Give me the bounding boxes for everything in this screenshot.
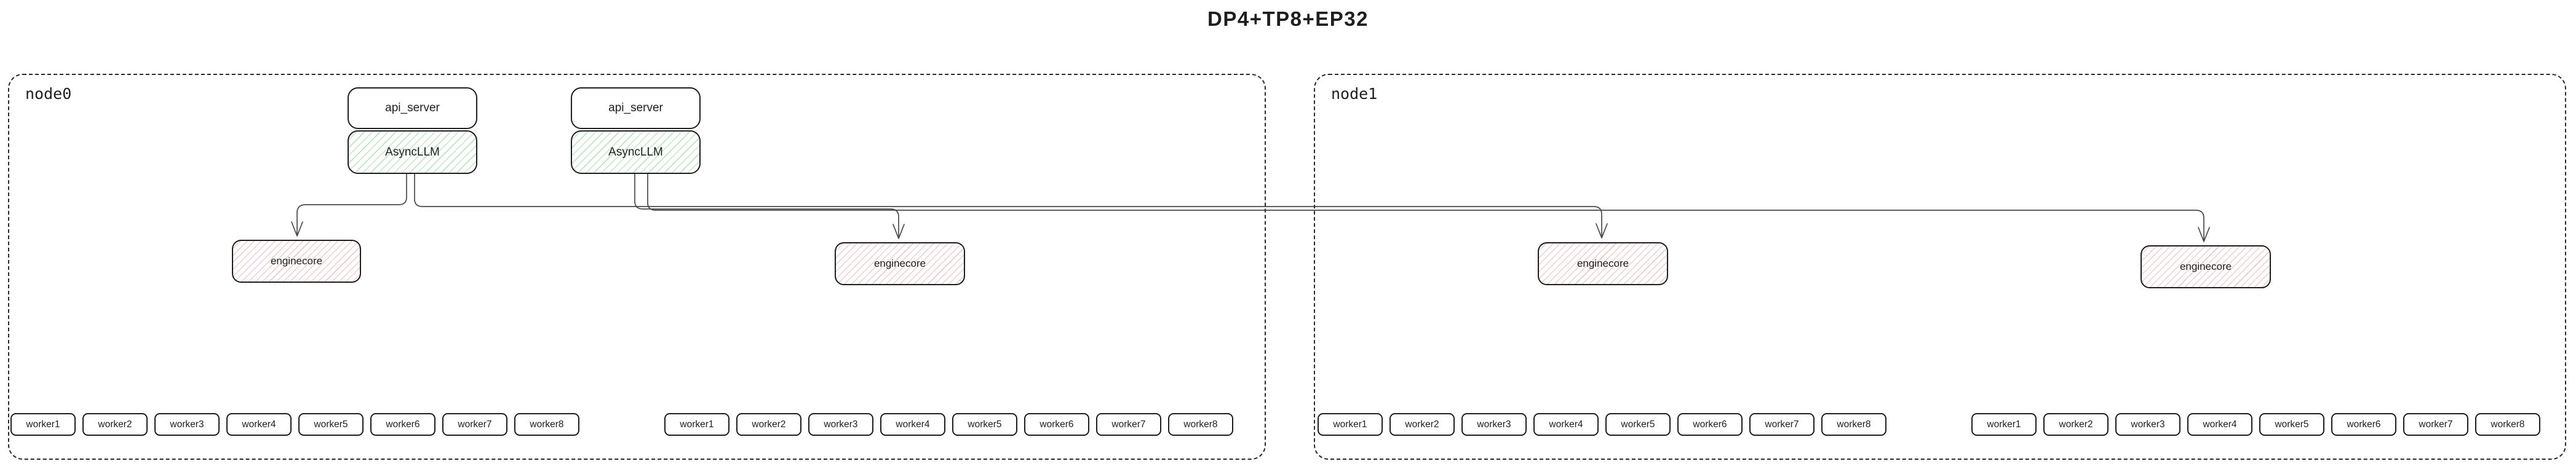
worker-box: worker3 [2115,413,2180,436]
node1-container: node1 enginecore enginecore worker1 work… [1314,74,2566,460]
enginecore-box-node1-1: enginecore [1538,242,1668,285]
worker-box: worker6 [370,413,435,436]
worker-box: worker2 [736,413,801,436]
worker-box: worker4 [880,413,945,436]
asyncllm-box-2: AsyncLLM [571,130,701,174]
worker-box: worker3 [808,413,873,436]
worker-box: worker4 [226,413,292,436]
asyncllm-box-1: AsyncLLM [348,130,477,174]
worker-box: worker5 [952,413,1017,436]
worker-box: worker1 [1971,413,2037,436]
diagram-title: DP4+TP8+EP32 [1207,7,1369,30]
worker-box: worker7 [1096,413,1161,436]
worker-box: worker7 [442,413,507,436]
worker-box: worker4 [1533,413,1599,436]
node1-label: node1 [1331,85,1378,103]
worker-box: worker2 [82,413,148,436]
worker-group-node0-2: worker1 worker2 worker3 worker4 worker5 … [664,413,1233,436]
worker-box: worker5 [298,413,364,436]
worker-group-node0-1: worker1 worker2 worker3 worker4 worker5 … [10,413,579,436]
api-server-box-1: api_server [348,87,477,129]
node0-label: node0 [25,85,72,103]
worker-box: worker6 [1024,413,1089,436]
worker-box: worker8 [514,413,579,436]
worker-group-node1-2: worker1 worker2 worker3 worker4 worker5 … [1971,413,2540,436]
worker-box: worker8 [1168,413,1233,436]
worker-box: worker2 [2043,413,2109,436]
worker-group-node1-1: worker1 worker2 worker3 worker4 worker5 … [1318,413,1886,436]
worker-box: worker3 [1461,413,1527,436]
enginecore-box-node0-2: enginecore [835,242,965,285]
worker-box: worker8 [2475,413,2540,436]
worker-box: worker3 [154,413,220,436]
worker-box: worker1 [664,413,729,436]
worker-box: worker6 [2331,413,2396,436]
worker-box: worker2 [1389,413,1455,436]
worker-box: worker5 [1605,413,1671,436]
worker-box: worker1 [10,413,76,436]
worker-box: worker7 [2403,413,2468,436]
enginecore-box-node0-1: enginecore [232,240,361,283]
worker-box: worker7 [1749,413,1815,436]
node0-container: node0 api_server AsyncLLM api_server Asy… [8,74,1266,460]
worker-box: worker1 [1318,413,1383,436]
enginecore-box-node1-2: enginecore [2141,245,2271,288]
api-server-box-2: api_server [571,87,701,129]
worker-box: worker4 [2187,413,2252,436]
worker-box: worker6 [1677,413,1743,436]
worker-box: worker8 [1821,413,1886,436]
worker-box: worker5 [2259,413,2324,436]
